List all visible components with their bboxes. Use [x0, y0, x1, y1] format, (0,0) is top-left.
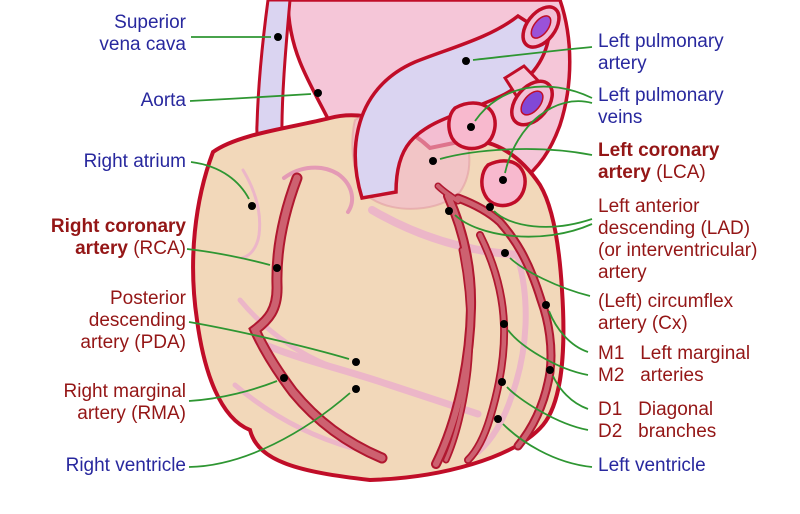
right-atrium-dot — [248, 202, 256, 210]
left-pulmonary-veins-line: Left pulmonary — [598, 85, 724, 106]
aorta-label: Aorta — [141, 90, 186, 112]
m1-leader — [548, 310, 589, 353]
atrial-appendage-ridge — [282, 165, 355, 214]
right-marginal-artery-line: artery (RMA) — [77, 403, 186, 424]
left-ventricle-dot — [494, 415, 502, 423]
posterior-descending-artery-line: Posterior — [109, 288, 186, 309]
left-anterior-descending-line: artery — [598, 262, 647, 283]
circumflex-artery-line: (Left) circumflex — [598, 291, 734, 312]
left-pulmonary-artery-line: Left pulmonary — [598, 31, 724, 52]
right-atrium-leader — [190, 161, 250, 200]
left-coronary-artery-dot — [429, 157, 437, 165]
right-atrium-label: Right atrium — [84, 151, 186, 173]
right-coronary-artery-dot — [273, 264, 281, 272]
left-ventricle-leader — [502, 423, 593, 468]
left-main-stem-vessel — [436, 184, 460, 203]
circumflex-marginal-vessel — [455, 195, 554, 449]
right-coronary-artery-leader — [186, 248, 271, 266]
diagonal-vessel — [444, 248, 472, 462]
left-pulmonary-artery-dot — [462, 57, 470, 65]
marginal-diagonal-vessel — [465, 232, 507, 463]
superior-vena-cava-dot — [274, 33, 282, 41]
m2-dot — [500, 320, 508, 328]
left-anterior-descending-line: (or interventricular) — [598, 240, 758, 261]
circumflex-artery-leader — [509, 257, 591, 297]
posterior-descending-artery-leader — [188, 321, 350, 360]
left-pulmonary-artery-line: artery — [598, 53, 647, 74]
aorta-dot — [314, 89, 322, 97]
m1-dot — [542, 301, 550, 309]
left-anterior-descending-leader-1 — [493, 210, 593, 228]
pulmonary-artery-shape — [353, 13, 551, 200]
left-pulmonary-veins-dot-2 — [499, 176, 507, 184]
d2-dot — [498, 378, 506, 386]
leader-lines — [186, 36, 593, 468]
left-marginal-arteries-line: M2 arteries — [598, 365, 704, 386]
pointer-dots — [248, 33, 554, 423]
left-anterior-descending-dot-2 — [445, 207, 453, 215]
coronary-arteries — [250, 174, 554, 467]
diagonal-branches-line: D1 Diagonal — [598, 399, 714, 420]
left-ventricle-line: Left ventricle — [598, 455, 706, 476]
left-pulmonary-veins-leader-2 — [504, 100, 593, 174]
right-coronary-artery-line: artery (RCA) — [75, 238, 186, 259]
left-coronary-artery-leader — [439, 148, 593, 160]
right-coronary-artery-vessel — [250, 174, 386, 462]
left-anterior-descending-line: descending (LAD) — [598, 218, 751, 239]
d2-leader — [506, 386, 589, 431]
m2-leader — [507, 329, 589, 376]
atrium-vein — [240, 168, 262, 260]
right-ventricle-vein-2 — [232, 382, 355, 451]
circumflex-artery-line: artery (Cx) — [598, 313, 688, 334]
right-ventricle-leader — [188, 392, 351, 468]
right-atrium-line: Right atrium — [83, 151, 186, 172]
superior-vena-cava-line: vena cava — [99, 34, 186, 55]
right-ventricle-line: Right ventricle — [65, 455, 186, 476]
right-marginal-artery-dot — [280, 374, 288, 382]
left-anterior-descending-dot-1 — [486, 203, 494, 211]
d1-leader — [552, 375, 589, 410]
aorta-leader — [189, 93, 312, 102]
aorta-line: Aorta — [140, 90, 186, 111]
left-pulmonary-veins-dot-1 — [467, 123, 475, 131]
posterior-descending-artery-line: artery (PDA) — [80, 332, 186, 353]
right-ventricle-vein-1 — [237, 297, 333, 369]
left-pulmonary-veins-line: veins — [598, 107, 643, 128]
left-anterior-descending-leader-2 — [454, 214, 593, 238]
left-coronary-artery-line: Left coronary — [598, 140, 720, 161]
posterior-descending-artery-line: descending — [88, 310, 186, 331]
left-pulmonary-artery-leader — [472, 46, 593, 61]
left-coronary-artery-line: artery (LCA) — [598, 162, 706, 183]
diagonal-branches-line: D2 branches — [598, 421, 717, 442]
posterior-descending-artery-dot — [352, 358, 360, 366]
right-ventricle-label: Right ventricle — [66, 455, 186, 477]
right-marginal-artery-line: Right marginal — [63, 381, 187, 402]
left-anterior-descending-line: Left anterior — [598, 196, 700, 217]
circumflex-artery-dot — [501, 249, 509, 257]
right-ventricle-dot — [352, 385, 360, 393]
superior-vena-cava-line: Superior — [114, 12, 186, 33]
right-coronary-artery-line: Right coronary — [50, 216, 186, 237]
left-pulmonary-veins-leader-1 — [474, 85, 593, 122]
left-ventricle-label: Left ventricle — [598, 455, 706, 477]
d1-dot — [546, 366, 554, 374]
left-ventricle-vein — [475, 255, 529, 455]
left-pulmonary-artery-cut — [521, 5, 561, 49]
right-marginal-artery-leader — [188, 380, 278, 402]
left-marginal-arteries-line: M1 Left marginal — [598, 343, 751, 364]
